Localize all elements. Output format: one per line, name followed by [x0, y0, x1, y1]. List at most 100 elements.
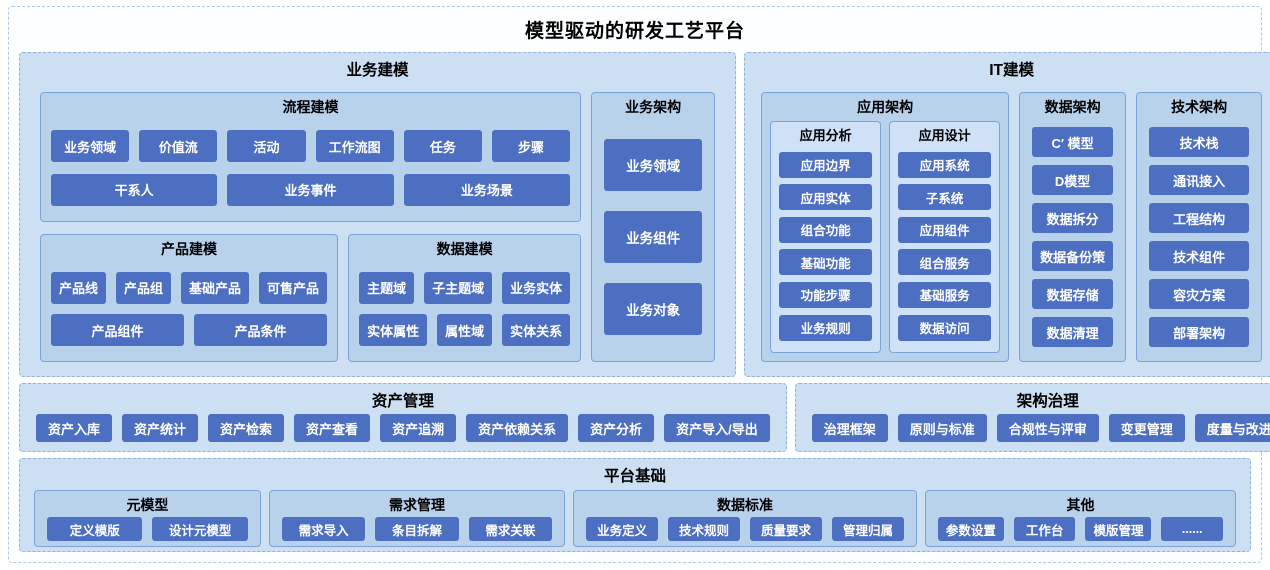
module-button[interactable]: 技术规则	[668, 517, 741, 541]
module-button[interactable]: 原则与标准	[897, 414, 987, 443]
module-button[interactable]: 产品组	[116, 271, 172, 304]
module-button[interactable]: 业务对象	[604, 283, 703, 336]
module-button[interactable]: 应用组件	[898, 216, 992, 243]
button-row: 业务领域价值流活动工作流图任务步骤	[43, 130, 578, 163]
application-design-title: 应用设计	[918, 128, 971, 143]
module-button[interactable]: 容灾方案	[1149, 279, 1250, 310]
module-button[interactable]: 业务组件	[604, 211, 703, 264]
module-button[interactable]: 数据清理	[1032, 317, 1114, 348]
module-button[interactable]: 活动	[227, 130, 306, 163]
module-button[interactable]: 参数设置	[937, 517, 1004, 541]
module-button[interactable]: 基础功能	[779, 249, 873, 276]
module-button[interactable]: 基础产品	[181, 271, 250, 304]
module-button[interactable]: 度量与改进	[1194, 414, 1270, 443]
panel-process-modeling: 流程建模 业务领域价值流活动工作流图任务步骤 干系人业务事件业务场景	[40, 92, 582, 222]
panel-requirement-management: 需求管理 需求导入条目拆解需求关联	[268, 490, 566, 547]
module-button[interactable]: 数据存储	[1032, 279, 1114, 310]
module-button[interactable]: 主题域	[359, 271, 415, 304]
module-button[interactable]: 资产依赖关系	[466, 414, 569, 443]
module-button[interactable]: 产品组件	[51, 314, 185, 347]
process-modeling-title: 流程建模	[282, 99, 339, 115]
module-button[interactable]: 数据备份策	[1032, 241, 1114, 272]
module-button[interactable]: 业务定义	[586, 517, 659, 541]
module-button[interactable]: 资产统计	[122, 414, 199, 443]
page-title: 模型驱动的研发工艺平台	[524, 21, 745, 42]
panel-data-modeling: 数据建模 主题域子主题域业务实体 实体属性属性域实体关系	[348, 234, 582, 363]
button-row: 参数设置工作台模版管理......	[926, 517, 1235, 546]
module-button[interactable]: 定义模版	[47, 517, 143, 541]
module-button[interactable]: 步骤	[491, 130, 571, 163]
panel-meta-model: 元模型 定义模版设计元模型	[34, 490, 261, 547]
module-button[interactable]: 组合功能	[779, 216, 873, 243]
module-button[interactable]: 数据访问	[898, 314, 992, 341]
module-button[interactable]: 治理框架	[811, 414, 888, 443]
product-modeling-body: 产品线产品组基础产品可售产品 产品组件产品条件	[41, 261, 337, 361]
module-button[interactable]: 条目拆解	[375, 517, 459, 541]
module-button[interactable]: 管理归属	[831, 517, 904, 541]
module-button[interactable]: 业务事件	[227, 173, 394, 206]
module-button[interactable]: 合规性与评审	[996, 414, 1099, 443]
module-button[interactable]: 业务领域	[51, 130, 130, 163]
module-button[interactable]: 功能步骤	[779, 281, 873, 308]
module-button[interactable]: 产品线	[51, 271, 107, 304]
module-button[interactable]: 实体属性	[359, 314, 428, 347]
button-row: 实体属性属性域实体关系	[351, 314, 578, 347]
module-button[interactable]: 工作流图	[315, 130, 394, 163]
module-button[interactable]: 技术组件	[1149, 241, 1250, 272]
module-button[interactable]: 模版管理	[1085, 517, 1152, 541]
module-button[interactable]: 需求导入	[281, 517, 366, 541]
module-button[interactable]: ......	[1161, 517, 1223, 541]
module-button[interactable]: 应用边界	[779, 151, 873, 178]
button-row: 资产入库资产统计资产检索资产查看资产追溯资产依赖关系资产分析资产导入/导出	[20, 413, 786, 451]
requirement-management-title: 需求管理	[389, 497, 445, 513]
module-button[interactable]: 可售产品	[259, 271, 328, 304]
module-button[interactable]: 应用实体	[779, 184, 873, 211]
button-column: 应用系统子系统应用组件组合服务基础服务数据访问	[890, 145, 999, 352]
button-column: 应用边界应用实体组合功能基础功能功能步骤业务规则	[771, 145, 880, 352]
module-button[interactable]: 质量要求	[750, 517, 822, 541]
module-button[interactable]: 需求关联	[468, 517, 553, 541]
modeling-row: 业务建模 流程建模 业务领域价值流活动工作流图任务步骤 干系人业务事件业务场景 …	[19, 52, 1270, 378]
data-modeling-title: 数据建模	[436, 241, 493, 257]
process-modeling-body: 业务领域价值流活动工作流图任务步骤 干系人业务事件业务场景	[41, 119, 580, 221]
module-button[interactable]: 实体关系	[502, 314, 571, 347]
module-button[interactable]: 业务场景	[403, 173, 571, 206]
module-button[interactable]: 通讯接入	[1149, 165, 1250, 196]
module-button[interactable]: 属性域	[437, 314, 493, 347]
module-button[interactable]: 资产检索	[208, 414, 285, 443]
module-button[interactable]: 任务	[403, 130, 482, 163]
module-button[interactable]: 工作台	[1013, 517, 1076, 541]
module-button[interactable]: 业务领域	[604, 139, 703, 192]
module-button[interactable]: 资产分析	[578, 414, 655, 443]
module-button[interactable]: 数据拆分	[1032, 203, 1114, 234]
module-button[interactable]: 变更管理	[1108, 414, 1185, 443]
module-button[interactable]: 资产入库	[36, 414, 113, 443]
module-button[interactable]: D模型	[1032, 165, 1114, 196]
button-column: C′ 模型 D模型数据拆分数据备份策数据存储数据清理	[1020, 119, 1125, 361]
module-button[interactable]: 业务规则	[779, 314, 873, 341]
module-button[interactable]: 资产追溯	[380, 414, 457, 443]
module-button[interactable]: 应用系统	[898, 151, 992, 178]
platform-foundation-title: 平台基础	[603, 468, 666, 485]
module-button[interactable]: 设计元模型	[152, 517, 248, 541]
module-button[interactable]: 资产查看	[294, 414, 371, 443]
button-row: 需求导入条目拆解需求关联	[270, 517, 564, 546]
module-button[interactable]: 业务实体	[502, 271, 571, 304]
button-row: 业务定义技术规则质量要求管理归属	[574, 517, 916, 546]
it-modeling-title: IT建模	[989, 62, 1034, 79]
module-button[interactable]: 工程结构	[1149, 203, 1250, 234]
module-button[interactable]: 产品条件	[194, 314, 328, 347]
button-row: 干系人业务事件业务场景	[43, 173, 578, 206]
button-column: 技术栈通讯接入工程结构技术组件容灾方案部署架构	[1137, 119, 1261, 361]
module-button[interactable]: 技术栈	[1149, 127, 1250, 158]
module-button[interactable]: 价值流	[139, 130, 218, 163]
platform-foundation-body: 元模型 定义模版设计元模型 需求管理 需求导入条目拆解需求关联 数据标准 业务定…	[20, 488, 1250, 557]
module-button[interactable]: 子系统	[898, 184, 992, 211]
module-button[interactable]: 基础服务	[898, 281, 992, 308]
module-button[interactable]: 子主题域	[424, 271, 493, 304]
module-button[interactable]: 干系人	[51, 173, 218, 206]
module-button[interactable]: 组合服务	[898, 249, 992, 276]
module-button[interactable]: 部署架构	[1149, 317, 1250, 348]
module-button[interactable]: 资产导入/导出	[664, 414, 770, 443]
module-button[interactable]: C′ 模型	[1032, 127, 1114, 158]
